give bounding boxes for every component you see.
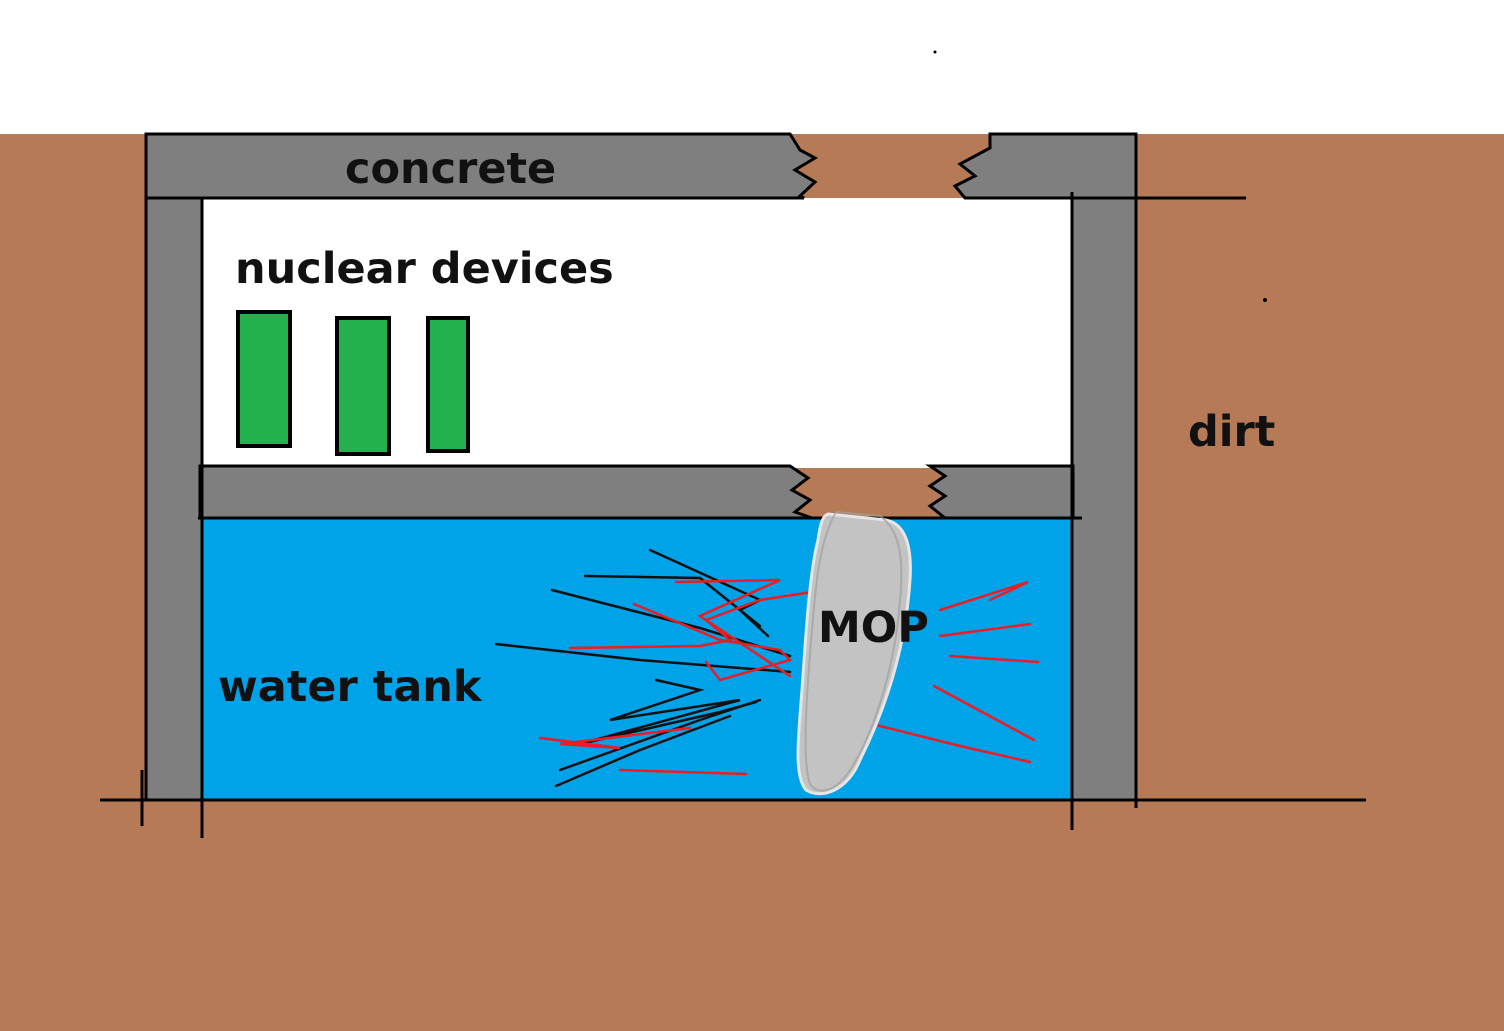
nuclear-device-icon: [426, 316, 470, 453]
nuclear-devices-label: nuclear devices: [235, 244, 614, 294]
mop-label: MOP: [818, 603, 929, 653]
mop-projectile-outline: [804, 510, 903, 792]
nuclear-device-icon: [335, 316, 391, 456]
top-slab-left: [144, 132, 819, 200]
debris-red-scribbles: [538, 578, 1040, 776]
debris-black-scribbles: [494, 548, 792, 788]
middle-slab-right: [925, 464, 1075, 520]
nuclear-device-icon: [236, 310, 292, 448]
concrete-label: concrete: [345, 144, 556, 194]
left-wall: [146, 134, 202, 800]
structure-outlines: [100, 134, 1366, 838]
bunker-room: [200, 198, 1073, 468]
dirt-label: dirt: [1188, 407, 1275, 457]
right-wall: [1072, 195, 1136, 800]
speck-dot: [1263, 298, 1267, 302]
speck-dot: [933, 50, 937, 54]
sky-area: [0, 0, 1504, 134]
middle-slab-left: [198, 464, 813, 520]
mop-projectile-icon: [796, 512, 912, 796]
water-tank-label: water tank: [218, 662, 483, 712]
